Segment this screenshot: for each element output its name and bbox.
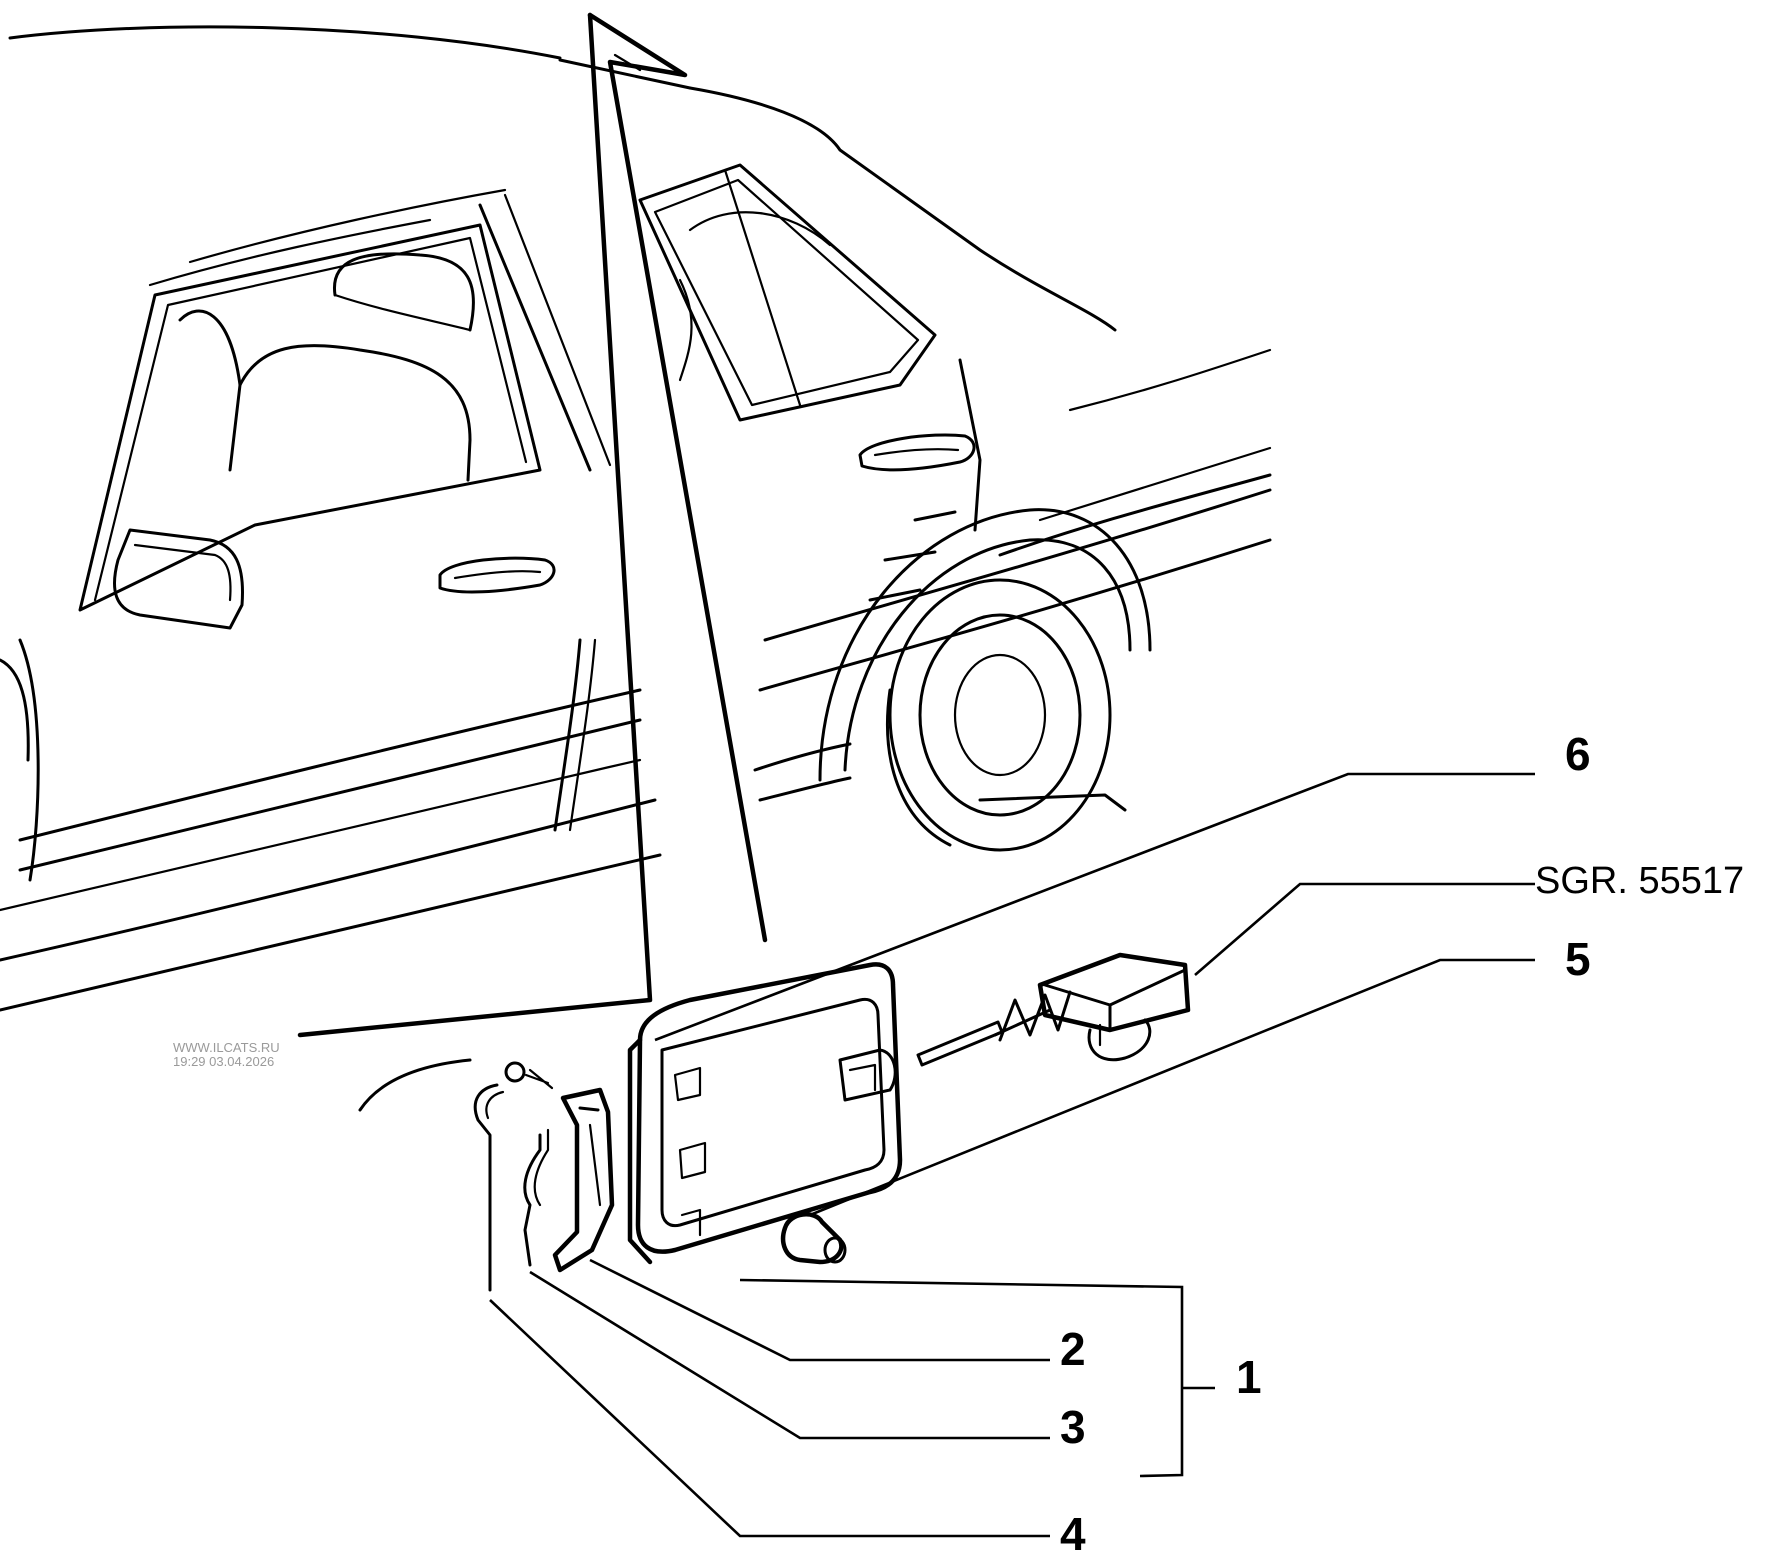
watermark: WWW.ILCATS.RU 19:29 03.04.2026: [173, 1040, 280, 1069]
watermark-timestamp: 19:29 03.04.2026: [173, 1054, 274, 1069]
spring-clip: [523, 1128, 550, 1267]
callout-2: 2: [1060, 1323, 1086, 1375]
callout-labels: 6 SGR. 55517 5 2 1 3 4: [1060, 728, 1744, 1550]
fuel-flap-door: [635, 962, 903, 1254]
screw: [504, 1061, 554, 1090]
watermark-site: WWW.ILCATS.RU: [173, 1040, 280, 1055]
hinge-bracket: [552, 1087, 615, 1273]
fuel-flap-assembly: [473, 952, 1191, 1292]
callout-4: 4: [1060, 1508, 1086, 1550]
callout-6: 6: [1565, 728, 1591, 780]
wire-spring: [473, 1083, 505, 1292]
callout-5: 5: [1565, 933, 1591, 985]
car-body: [0, 25, 1272, 1112]
callout-3: 3: [1060, 1401, 1086, 1453]
callout-1: 1: [1236, 1351, 1262, 1403]
rubber-buffer: [780, 1212, 847, 1265]
leader-lines: [489, 772, 1535, 1538]
lock-actuator: [916, 952, 1191, 1067]
cutaway-frame: [297, 12, 768, 1038]
reference-code: SGR. 55517: [1535, 860, 1744, 902]
